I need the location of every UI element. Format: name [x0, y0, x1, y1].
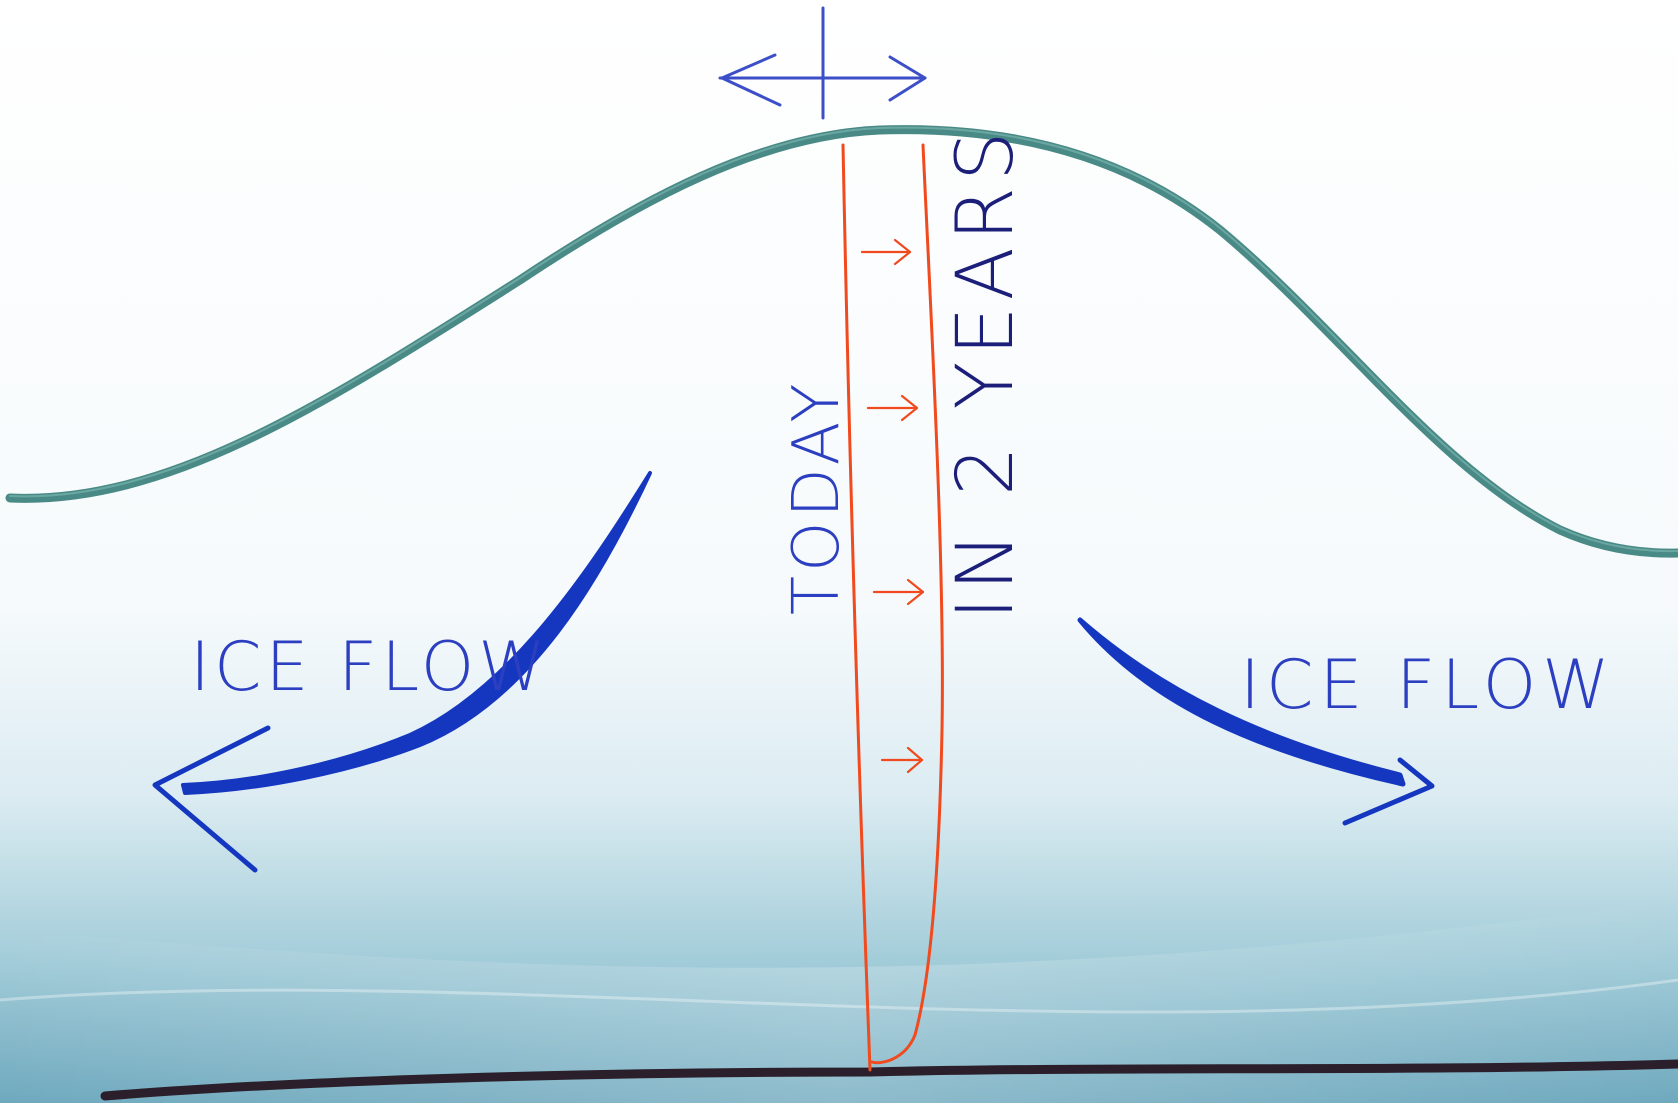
ice-surface-line	[5, 125, 1678, 558]
ice-flow-right-arrow-icon	[1077, 617, 1435, 826]
bedrock-line	[100, 1059, 1678, 1101]
ice-flow-left-label: ICE FLOW	[190, 628, 549, 707]
displacement-arrows	[860, 238, 925, 774]
ice-flow-left-arrow-icon	[152, 471, 652, 873]
background-wave	[0, 900, 1678, 1103]
displacement-arrow-icon	[872, 578, 925, 606]
displacement-arrow-icon	[860, 238, 912, 266]
today-label: TODAY	[780, 379, 854, 615]
today-line	[841, 143, 872, 1072]
ice-surface-highlight	[9, 126, 1678, 553]
background-wave-2	[0, 978, 1678, 1014]
future-line	[870, 143, 944, 1065]
in-2-years-label: IN 2 YEARS	[941, 125, 1031, 620]
divide-arrow-icon	[718, 6, 927, 120]
displacement-arrow-icon	[866, 394, 919, 422]
ice-flow-right-label: ICE FLOW	[1240, 646, 1615, 725]
displacement-arrow-icon	[880, 746, 924, 774]
